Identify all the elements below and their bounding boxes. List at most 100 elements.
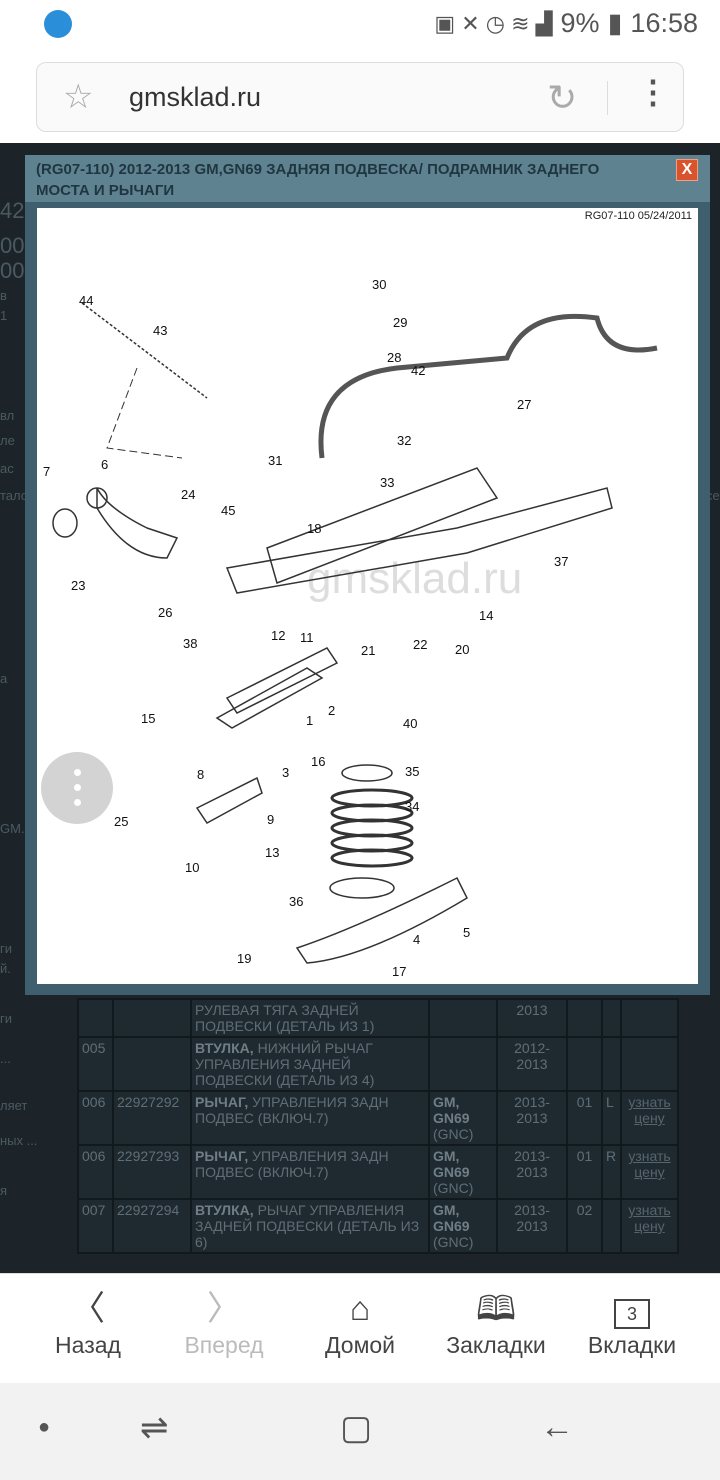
- callout-label: 16: [311, 754, 326, 769]
- nav-label: Назад: [55, 1332, 121, 1358]
- callout-label: 25: [114, 814, 129, 829]
- floating-menu-button[interactable]: [41, 752, 113, 824]
- home-square-icon[interactable]: ▢: [340, 1409, 373, 1447]
- side: [601, 1036, 622, 1092]
- callout-label: 21: [361, 643, 376, 658]
- desc-text: РУЛЕВАЯ ТЯГА ЗАДНЕЙ ПОДВЕСКИ (ДЕТАЛЬ ИЗ …: [195, 1002, 375, 1034]
- recent-apps-icon[interactable]: ⇌: [140, 1409, 169, 1447]
- callout-label: 43: [153, 323, 168, 338]
- qty: [566, 1036, 603, 1092]
- app-notification-icon: [44, 10, 72, 38]
- item-no: 006: [77, 1090, 114, 1146]
- callout-label: 10: [185, 860, 200, 875]
- years: 2013-2013: [496, 1144, 568, 1200]
- background-text: ле: [0, 433, 15, 448]
- callout-label: 27: [517, 397, 532, 412]
- price-link[interactable]: узнать цену: [628, 1148, 671, 1180]
- callout-label: 24: [181, 487, 196, 502]
- description: РЫЧАГ, УПРАВЛЕНИЯ ЗАДН ПОДВЕС (ВКЛЮЧ.7): [190, 1090, 430, 1146]
- item-no: [77, 998, 114, 1038]
- callout-label: 17: [392, 964, 407, 979]
- callout-label: 35: [405, 764, 420, 779]
- callout-label: 4: [413, 932, 421, 947]
- desc-bold: ВТУЛКА,: [195, 1040, 254, 1056]
- model: [428, 998, 498, 1038]
- nav-bookmarks[interactable]: 🕮Закладки: [426, 1286, 566, 1359]
- background-text: я: [0, 1183, 8, 1198]
- model: GM, GN69(GNC): [428, 1090, 498, 1146]
- item-no: 006: [77, 1144, 114, 1200]
- callout-label: 40: [403, 716, 418, 731]
- bookmark-star-icon[interactable]: ☆: [63, 78, 94, 116]
- qty: 01: [566, 1090, 603, 1146]
- desc-bold: ВТУЛКА,: [195, 1202, 254, 1218]
- callout-label: 3: [282, 765, 290, 780]
- years: 2013: [496, 998, 568, 1038]
- model-bold: GM, GN69: [433, 1094, 470, 1126]
- side: [601, 1198, 622, 1254]
- years: 2012-2013: [496, 1036, 568, 1092]
- callout-label: 34: [405, 799, 420, 814]
- callout-label: 28: [387, 350, 402, 365]
- battery-percent: 9%: [560, 8, 600, 38]
- nav-back[interactable]: 〈Назад: [18, 1286, 158, 1359]
- nav-home[interactable]: ⌂Домой: [290, 1286, 430, 1359]
- callout-label: 7: [43, 464, 51, 479]
- dot-icon[interactable]: ●: [38, 1416, 51, 1438]
- model-bold: GM, GN69: [433, 1148, 470, 1180]
- table-row: РУЛЕВАЯ ТЯГА ЗАДНЕЙ ПОДВЕСКИ (ДЕТАЛЬ ИЗ …: [77, 998, 679, 1038]
- callout-label: 23: [71, 578, 86, 593]
- callout-label: 19: [237, 951, 252, 966]
- description: РУЛЕВАЯ ТЯГА ЗАДНЕЙ ПОДВЕСКИ (ДЕТАЛЬ ИЗ …: [190, 998, 430, 1038]
- price-cell: узнать цену: [620, 1144, 679, 1200]
- callout-label: 37: [554, 554, 569, 569]
- qty: 02: [566, 1198, 603, 1254]
- watermark: gmsklad.ru: [307, 554, 522, 603]
- callout-label: 12: [271, 628, 286, 643]
- description: ВТУЛКА, РЫЧАГ УПРАВЛЕНИЯ ЗАДНЕЙ ПОДВЕСКИ…: [190, 1198, 430, 1254]
- model: GM, GN69(GNC): [428, 1198, 498, 1254]
- nav-label: Вперед: [184, 1332, 264, 1358]
- price-link[interactable]: узнать цену: [628, 1094, 671, 1126]
- nav-label: Закладки: [446, 1332, 546, 1358]
- background-text: ги: [0, 941, 13, 956]
- price-cell: [620, 998, 679, 1038]
- background-text: в: [0, 288, 7, 303]
- side: L: [601, 1090, 622, 1146]
- callout-label: 32: [397, 433, 412, 448]
- system-back-icon[interactable]: ←: [540, 1408, 574, 1446]
- home-icon: ⌂: [349, 1290, 371, 1328]
- callout-label: 1: [306, 713, 314, 728]
- close-button[interactable]: X: [676, 159, 698, 181]
- url-text[interactable]: gmsklad.ru: [129, 82, 262, 112]
- years: 2013-2013: [496, 1198, 568, 1254]
- callout-label: 2: [328, 703, 336, 718]
- background-text: GM.: [0, 821, 25, 836]
- callout-label: 36: [289, 894, 304, 909]
- reload-icon[interactable]: ↻: [547, 77, 578, 118]
- menu-icon[interactable]: ⋮: [637, 74, 669, 110]
- diagram-drawing: gmsklad.ru: [52, 302, 658, 964]
- address-bar[interactable]: ☆ gmsklad.ru ↻ ⋮: [36, 62, 684, 132]
- desc-bold: РЫЧАГ,: [195, 1094, 249, 1110]
- nav-forward[interactable]: 〉Вперед: [154, 1286, 294, 1359]
- price-link[interactable]: узнать цену: [628, 1202, 671, 1234]
- background-text: вл: [0, 408, 15, 423]
- callout-label: 13: [265, 845, 280, 860]
- description: РЫЧАГ, УПРАВЛЕНИЯ ЗАДН ПОДВЕС (ВКЛЮЧ.7): [190, 1144, 430, 1200]
- qty: [566, 998, 603, 1038]
- background-text: ляет: [0, 1098, 28, 1113]
- callout-label: 45: [221, 503, 236, 518]
- callout-label: 5: [463, 925, 471, 940]
- callout-label: 9: [267, 812, 275, 827]
- clock: 16:58: [630, 8, 698, 38]
- callout-label: 33: [380, 475, 395, 490]
- background-text: 1: [0, 308, 8, 323]
- model: GM, GN69(GNC): [428, 1144, 498, 1200]
- side: R: [601, 1144, 622, 1200]
- desc-text: РЫЧАГ УПРАВЛЕНИЯ ЗАДНЕЙ ПОДВЕСКИ (ДЕТАЛЬ…: [195, 1202, 420, 1250]
